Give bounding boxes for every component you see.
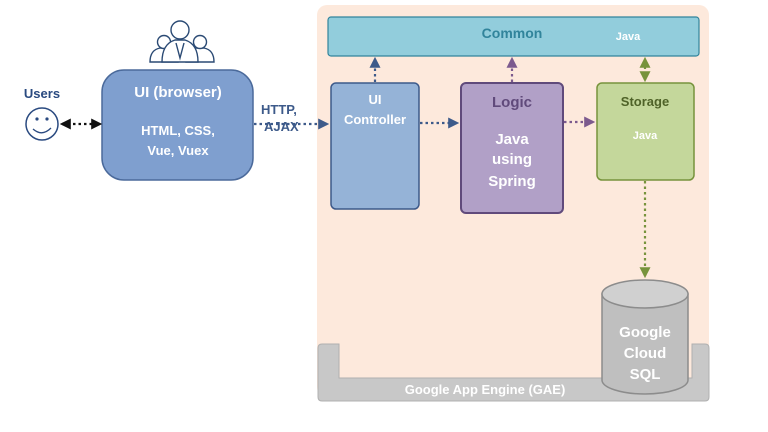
database-line1: Google (619, 324, 671, 341)
logic-box (460, 82, 564, 214)
users-label: Users (24, 86, 60, 101)
logic-line3: Spring (488, 173, 536, 190)
storage-box (596, 82, 695, 181)
protocol-line1: HTTP, (261, 102, 297, 117)
ui-controller-line2: Controller (344, 112, 406, 127)
database-cylinder (601, 279, 689, 395)
logic-title: Logic (492, 94, 532, 111)
logic-line1: Java (495, 131, 529, 148)
database-line2: Cloud (624, 345, 667, 362)
database-line3: SQL (630, 366, 661, 383)
ui-controller-box (330, 82, 420, 210)
logic-line2: using (492, 151, 532, 168)
ui-browser-title: UI (browser) (134, 84, 222, 101)
people-group-icon (149, 20, 215, 63)
common-title: Common (482, 25, 543, 41)
ui-controller-line1: UI (369, 92, 382, 107)
user-smiley-icon (25, 107, 59, 141)
ui-browser-tech-line1: HTML, CSS, (141, 123, 215, 138)
storage-tech: Java (633, 130, 658, 142)
protocol-line2: AJAX (264, 119, 299, 134)
common-tech: Java (616, 31, 641, 43)
ui-browser-tech-line2: Vue, Vuex (147, 143, 209, 158)
storage-title: Storage (621, 94, 669, 109)
gae-platform-label: Google App Engine (GAE) (405, 382, 566, 397)
common-box (327, 16, 700, 57)
